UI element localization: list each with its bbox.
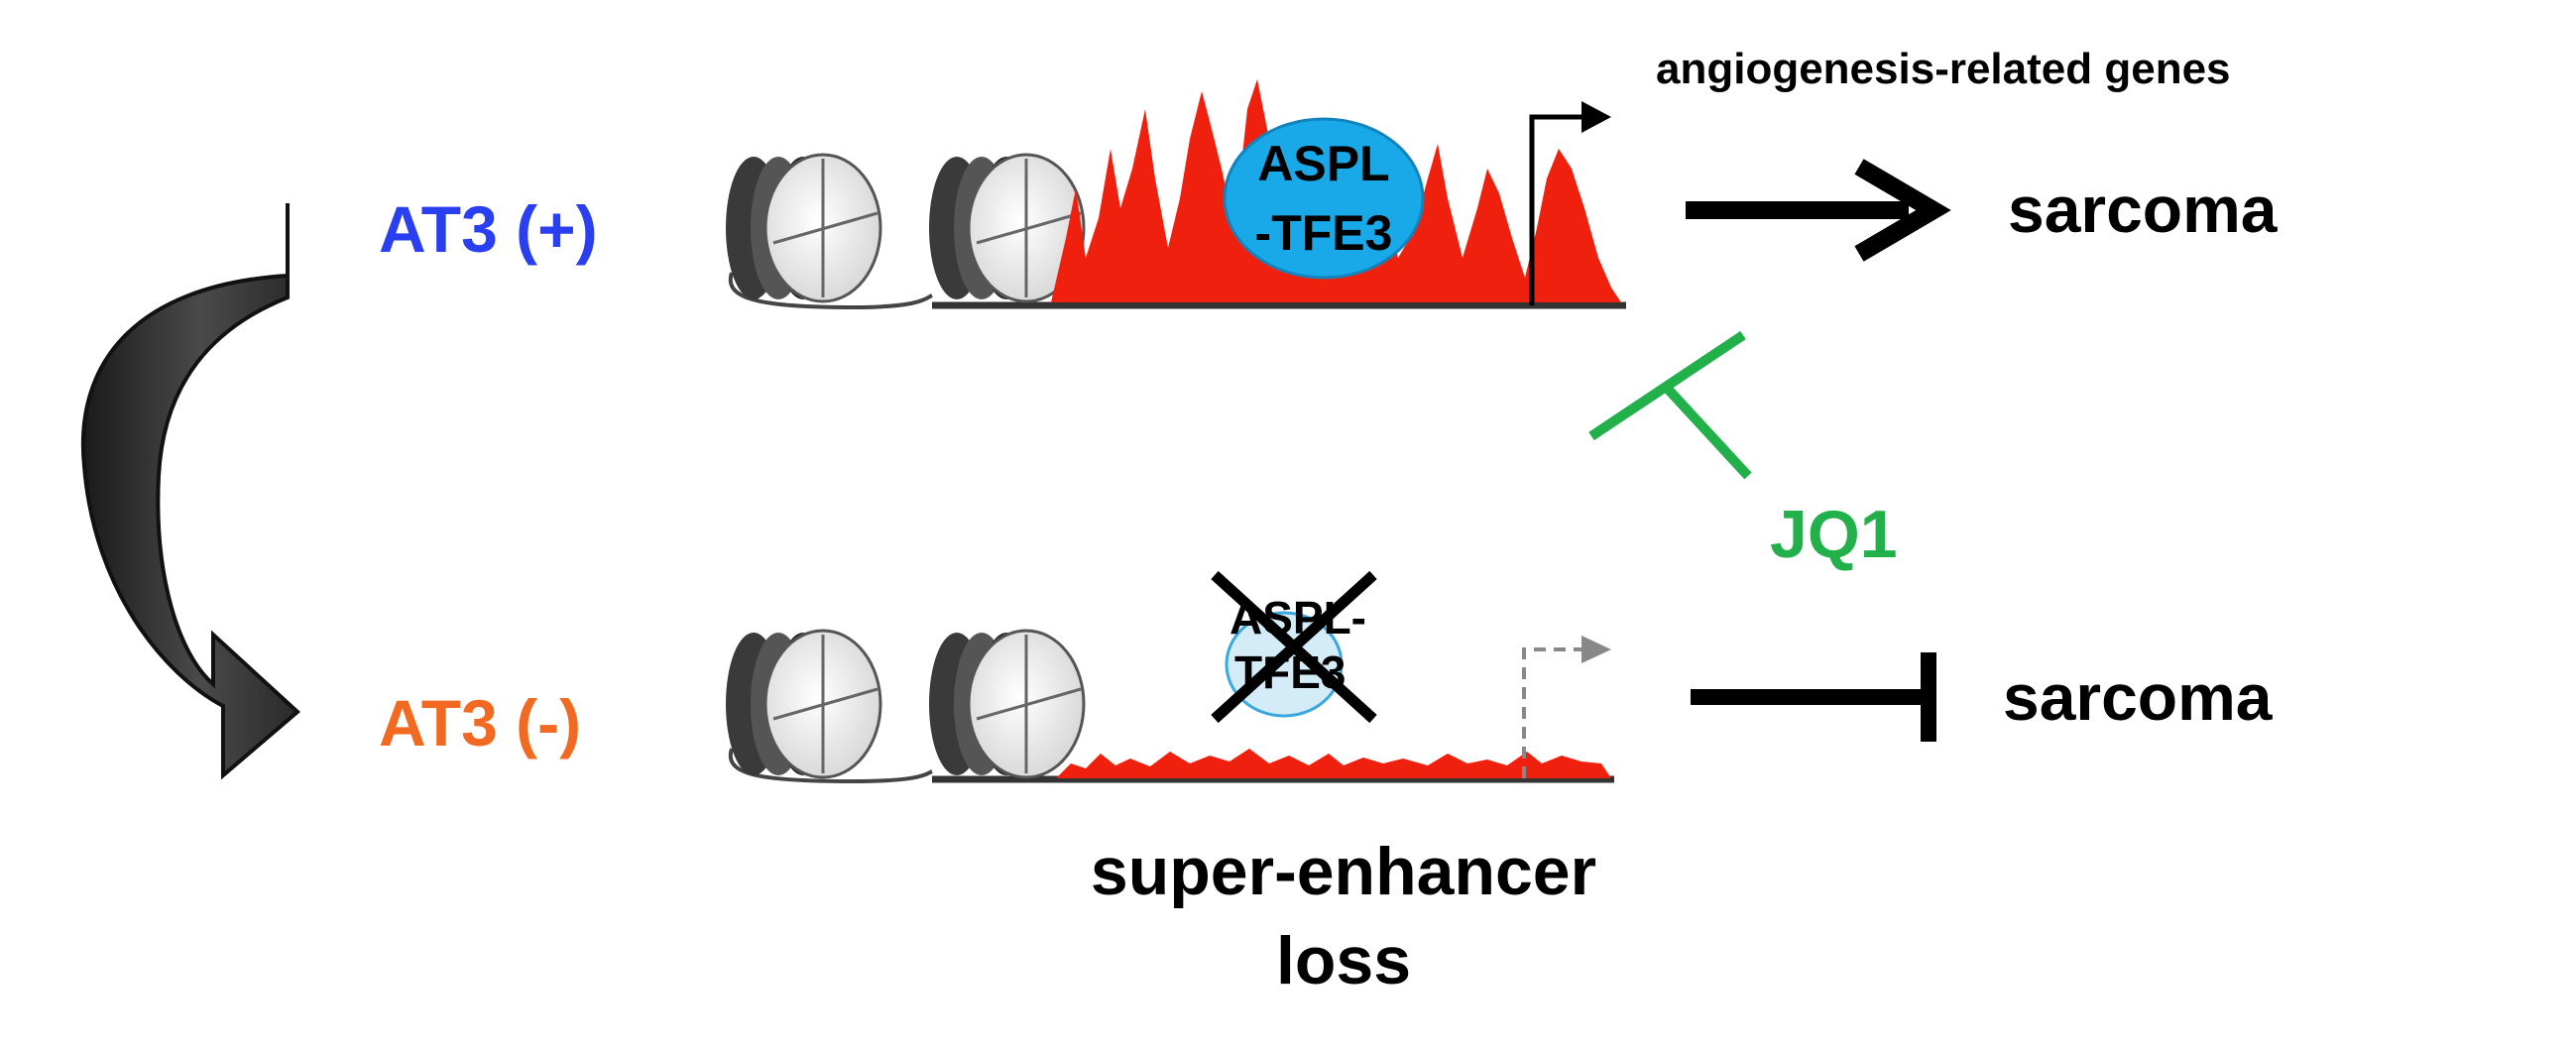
sarcoma-bottom-label: sarcoma (2003, 660, 2273, 734)
nucleosome-2-bottom (929, 629, 1086, 779)
tss-arrow-top (1529, 101, 1611, 305)
fusion-protein-top-body (1223, 117, 1425, 280)
jq1-label: JQ1 (1770, 497, 1898, 572)
super-enhancer-label: super-enhancer (1090, 834, 1597, 909)
transition-curved-arrow (80, 203, 301, 780)
cross-out-icon (1211, 570, 1377, 724)
loss-label: loss (1275, 923, 1412, 998)
nucleosome-2-top (929, 153, 1086, 303)
fusion-protein-bottom-body (1225, 611, 1344, 718)
at3-negative-label: AT3 (-) (379, 686, 582, 760)
angiogenesis-genes-label: angiogenesis-related genes (1656, 45, 2231, 93)
dna-strand-top (728, 272, 933, 310)
sarcoma-top-label: sarcoma (2008, 173, 2278, 246)
fusion-protein-top (1223, 117, 1425, 280)
tss-arrow-bottom-inactive (1522, 636, 1611, 778)
jq1-inhibitor-bar (1588, 330, 1752, 480)
fusion-protein-top-line2: -TFE3 (1254, 205, 1393, 261)
activation-arrow (1686, 159, 1951, 262)
enhancer-signal-bottom (1056, 749, 1611, 778)
dna-strand-bottom (728, 748, 933, 784)
fusion-protein-bottom-line1: ASPL- (1229, 592, 1366, 644)
fusion-protein-top-line1: ASPL (1257, 136, 1390, 191)
at3-positive-label: AT3 (+) (379, 192, 598, 266)
nucleosome-group-top (726, 153, 1626, 310)
nucleosome-1-top (726, 153, 882, 303)
fusion-protein-bottom (1225, 611, 1344, 718)
enhancer-signal-top (1051, 79, 1621, 302)
nucleosome-group-bottom (726, 629, 1614, 784)
nucleosome-1-bottom (726, 629, 882, 779)
repression-bar (1691, 652, 1936, 742)
fusion-protein-bottom-line2: TFE3 (1234, 646, 1347, 698)
